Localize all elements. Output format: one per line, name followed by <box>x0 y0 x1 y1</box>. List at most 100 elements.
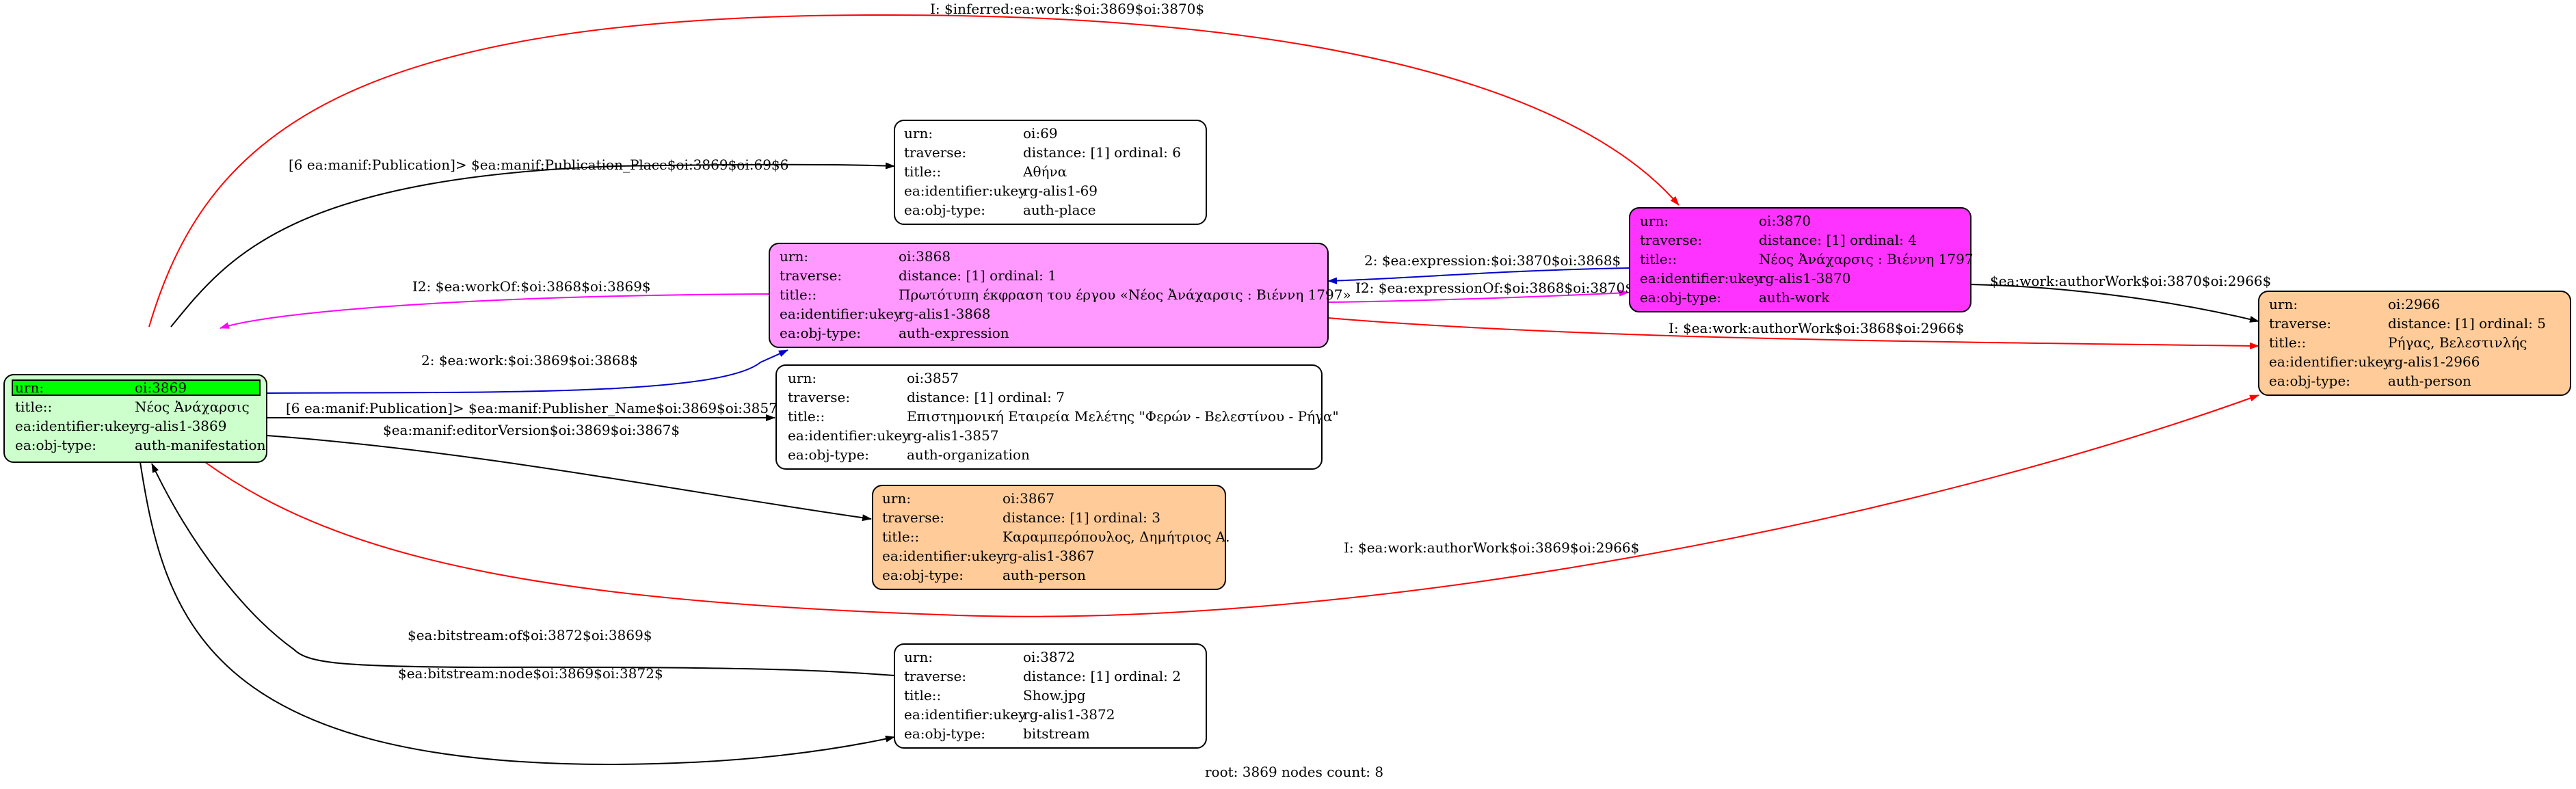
edge-bitstream-node-3869-3872: $ea:bitstream:node$oi:3869$oi:3872$ <box>140 462 895 766</box>
node-value: distance: [1] ordinal: 5 <box>2388 315 2546 332</box>
node-value: rg-alis1-3872 <box>1023 706 1115 723</box>
node-oi-2966[interactable]: urn: oi:2966 traverse: distance: [1] ord… <box>2258 291 2571 396</box>
node-key: ea:identifier:ukey <box>780 306 902 322</box>
node-key: urn: <box>882 490 911 507</box>
node-oi-3872[interactable]: urn: oi:3872 traverse: distance: [1] ord… <box>894 643 1207 749</box>
edge-authorwork-3869-2966: I: $ea:work:authorWork$oi:3869$oi:2966$ <box>204 394 2259 617</box>
node-oi-3870[interactable]: urn: oi:3870 traverse: distance: [1] ord… <box>1629 207 1974 312</box>
node-key: title:: <box>788 408 825 425</box>
node-key: title:: <box>904 687 941 704</box>
node-value: auth-person <box>2388 373 2471 389</box>
node-value: bitstream <box>1023 725 1090 742</box>
edge-label: 2: $ea:expression:$oi:3870$oi:3868$ <box>1364 252 1621 269</box>
node-value: oi:69 <box>1023 125 1058 142</box>
node-key: urn: <box>2269 296 2298 312</box>
node-value: Επιστημονική Εταιρεία Μελέτης "Φερών - Β… <box>907 408 1339 425</box>
node-key: ea:obj-type: <box>904 725 985 742</box>
edge-label: [6 ea:manif:Publication]> $ea:manif:Publ… <box>286 400 795 416</box>
node-key: urn: <box>780 248 808 265</box>
node-oi-3867[interactable]: urn: oi:3867 traverse: distance: [1] ord… <box>872 485 1230 590</box>
node-key: ea:identifier:ukey <box>904 706 1026 723</box>
node-key: traverse: <box>1640 232 1702 248</box>
node-value: rg-alis1-3868 <box>899 306 990 322</box>
node-value: rg-alis1-3867 <box>1002 548 1094 564</box>
edge-inferred-work-3869-3870: I: $inferred:ea:work:$oi:3869$oi:3870$ <box>148 1 1679 327</box>
node-key: ea:obj-type: <box>904 202 985 218</box>
edge-label: [6 ea:manif:Publication]> $ea:manif:Publ… <box>289 157 788 173</box>
node-value: Νέος Ἀνάχαρσις <box>135 399 250 415</box>
node-key: traverse: <box>904 668 966 684</box>
edge-label: I2: $ea:expressionOf:$oi:3868$oi:3870$ <box>1355 280 1634 296</box>
edge-editor-version-3869-3867: $ea:manif:editorVersion$oi:3869$oi:3867$ <box>266 422 872 522</box>
node-key: ea:obj-type: <box>788 446 869 463</box>
node-value: distance: [1] ordinal: 4 <box>1759 232 1917 248</box>
node-key: title:: <box>780 286 816 303</box>
edge-label: I2: $ea:workOf:$oi:3868$oi:3869$ <box>412 278 651 295</box>
node-value: auth-person <box>1002 567 1086 583</box>
node-value: oi:3868 <box>899 248 951 265</box>
node-value: oi:3857 <box>907 370 959 386</box>
node-key: traverse: <box>780 267 842 284</box>
node-value: auth-manifestation <box>135 437 266 453</box>
node-oi-3857[interactable]: urn: oi:3857 traverse: distance: [1] ord… <box>775 364 1339 470</box>
node-key: traverse: <box>882 509 944 526</box>
node-key: ea:obj-type: <box>780 325 861 341</box>
node-value: auth-work <box>1759 289 1830 306</box>
edge-publication-place-3869-69: [6 ea:manif:Publication]> $ea:manif:Publ… <box>170 157 895 327</box>
node-key: urn: <box>15 379 44 396</box>
node-value: rg-alis1-3869 <box>135 418 226 434</box>
node-key: ea:obj-type: <box>2269 373 2350 389</box>
node-value: rg-alis1-3870 <box>1759 270 1850 286</box>
edge-label: I: $ea:work:authorWork$oi:3868$oi:2966$ <box>1669 320 1964 336</box>
node-value: oi:3869 <box>135 379 187 396</box>
node-value: rg-alis1-69 <box>1023 183 1098 199</box>
edge-label: $ea:bitstream:of$oi:3872$oi:3869$ <box>408 627 652 643</box>
node-oi-3869[interactable]: urn: oi:3869 title:: Νέος Ἀνάχαρσις ea:i… <box>3 374 267 463</box>
node-header-highlight <box>12 379 261 396</box>
edge-expressionof-3868-3870: I2: $ea:expressionOf:$oi:3868$oi:3870$ <box>1327 280 1634 303</box>
node-value: Νέος Ἀνάχαρσις : Βιέννη 1797 <box>1759 251 1974 267</box>
node-key: urn: <box>904 649 933 665</box>
graph-caption: root: 3869 nodes count: 8 <box>1205 764 1383 780</box>
node-key: ea:identifier:ukey <box>788 427 910 444</box>
edge-label: $ea:manif:editorVersion$oi:3869$oi:3867$ <box>383 422 680 438</box>
node-key: ea:identifier:ukey <box>15 418 137 434</box>
edge-expression-3870-3868: 2: $ea:expression:$oi:3870$oi:3868$ <box>1327 252 1630 284</box>
edge-label: $ea:bitstream:node$oi:3869$oi:3872$ <box>398 665 663 682</box>
node-key: urn: <box>904 125 933 142</box>
node-value: oi:2966 <box>2388 296 2440 312</box>
edge-label: I: $inferred:ea:work:$oi:3869$oi:3870$ <box>930 1 1204 17</box>
node-value: Ρήγας, Βελεστινλής <box>2388 334 2527 351</box>
node-value: oi:3870 <box>1759 213 1811 229</box>
node-value: Πρωτότυπη έκφραση του έργου «Νέος Ἀνάχαρ… <box>899 286 1351 303</box>
edge-authorwork-3870-2966: $ea:work:authorWork$oi:3870$oi:2966$ <box>1970 273 2271 323</box>
edge-bitstream-of-3872-3869: $ea:bitstream:of$oi:3872$oi:3869$ <box>151 463 895 676</box>
node-key: ea:identifier:ukey <box>904 183 1026 199</box>
node-value: Show.jpg <box>1023 687 1086 704</box>
node-key: traverse: <box>2269 315 2331 332</box>
node-key: urn: <box>1640 213 1669 229</box>
node-key: title:: <box>2269 334 2306 351</box>
node-key: ea:identifier:ukey <box>2269 353 2391 370</box>
node-oi-69[interactable]: urn: oi:69 traverse: distance: [1] ordin… <box>894 120 1207 225</box>
node-key: ea:obj-type: <box>882 567 964 583</box>
node-value: auth-organization <box>907 446 1030 463</box>
node-key: title:: <box>1640 251 1677 267</box>
node-oi-3868[interactable]: urn: oi:3868 traverse: distance: [1] ord… <box>769 243 1351 348</box>
edge-label: I: $ea:work:authorWork$oi:3869$oi:2966$ <box>1344 539 1639 556</box>
node-key: traverse: <box>788 389 850 405</box>
edge-authorwork-3868-2966: I: $ea:work:authorWork$oi:3868$oi:2966$ <box>1327 317 2259 349</box>
node-key: title:: <box>15 399 52 415</box>
node-value: distance: [1] ordinal: 7 <box>907 389 1065 405</box>
node-value: Καραμπερόπουλος, Δημήτριος Α. <box>1002 529 1230 545</box>
node-value: rg-alis1-2966 <box>2388 353 2480 370</box>
node-value: distance: [1] ordinal: 6 <box>1023 144 1181 161</box>
node-value: auth-expression <box>899 325 1009 341</box>
edge-label: 2: $ea:work:$oi:3869$oi:3868$ <box>421 352 638 369</box>
node-value: oi:3872 <box>1023 649 1075 665</box>
node-value: auth-place <box>1023 202 1096 218</box>
node-key: title:: <box>904 163 941 180</box>
node-value: oi:3867 <box>1002 490 1054 507</box>
node-value: distance: [1] ordinal: 2 <box>1023 668 1181 684</box>
